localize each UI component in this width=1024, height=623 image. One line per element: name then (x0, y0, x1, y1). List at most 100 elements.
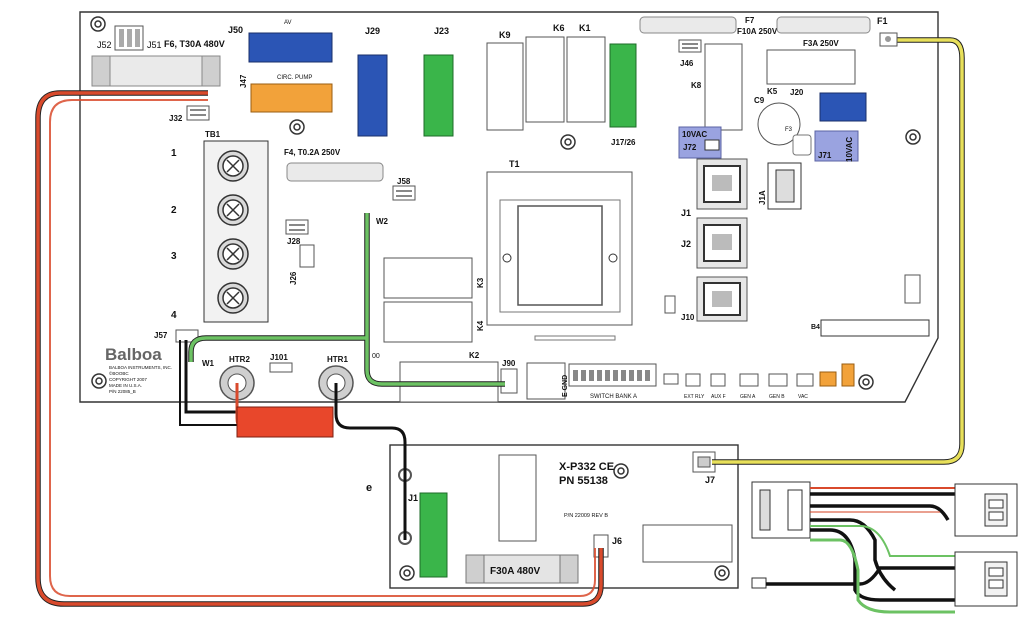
w2-label: W2 (376, 217, 389, 226)
f7-label: F7 (745, 16, 755, 25)
k9-label: K9 (499, 30, 511, 40)
j47-label: J47 (239, 74, 248, 88)
terminal-number-1: 1 (171, 148, 177, 159)
j52-label: J52 (97, 40, 112, 50)
j28-label: J28 (287, 237, 301, 246)
imprint-line-2: ©BOOBC (109, 370, 129, 376)
htr2-label: HTR2 (229, 355, 250, 364)
expansion-j1-label: J1 (408, 493, 418, 503)
harness-connector-left (751, 481, 811, 539)
j50-label: J50 (228, 25, 243, 35)
f7-rating: F10A 250V (737, 27, 778, 36)
j90-connector (500, 368, 518, 394)
f3-small-fuse (792, 134, 812, 156)
harness-wires-black (766, 492, 955, 602)
expansion-block (642, 524, 733, 563)
f4-fuse (286, 162, 384, 182)
j46-connector (678, 39, 702, 53)
k1-label: K1 (579, 23, 591, 33)
ext-rly-header (685, 373, 701, 387)
j47-connector (250, 83, 333, 113)
j19-header (904, 274, 921, 304)
j10-label: J10 (681, 313, 695, 322)
j12-orange-header (841, 363, 855, 387)
vac-header (796, 373, 814, 387)
f3-label: F3 (785, 127, 793, 133)
j57-label: J57 (154, 331, 168, 340)
j7-label: J7 (705, 475, 715, 485)
j1a-label: J1A (758, 190, 767, 205)
j6-label: J6 (612, 536, 622, 546)
j58-label: J58 (397, 177, 411, 186)
j90-label: J90 (502, 359, 516, 368)
b4-header (820, 319, 930, 337)
k6-label: K6 (553, 23, 565, 33)
j28-connector (285, 219, 309, 235)
j46-label: J46 (680, 59, 694, 68)
gen-b-header (768, 373, 788, 387)
gen-a-header (739, 373, 759, 387)
j101-label: J101 (270, 353, 288, 362)
e-gnd-label: E GND (562, 375, 569, 397)
switch-bank-switches (573, 370, 650, 381)
c9-capacitor (757, 102, 801, 146)
ten-vac-left-label: 10VAC (682, 130, 707, 139)
terminal-number-3: 3 (171, 251, 177, 262)
t1-label: T1 (509, 159, 520, 169)
j1-jack (696, 158, 748, 210)
j32-label: J32 (169, 114, 183, 123)
j58-connector (392, 185, 416, 201)
j72-label: J72 (683, 143, 697, 152)
k5-label: K5 (767, 87, 778, 96)
f1-label: F1 (877, 16, 888, 26)
k4-relay (383, 301, 473, 343)
f7-fuse (639, 16, 737, 34)
k8-relay (704, 43, 743, 131)
heater-relay-block (236, 406, 334, 438)
c9-label: C9 (754, 96, 765, 105)
yellow-wire (712, 38, 964, 464)
gen-b-label: GEN B (769, 394, 785, 400)
j51-label: J51 (147, 40, 162, 50)
j20-label: J20 (790, 88, 804, 97)
j23-label: J23 (434, 26, 449, 36)
k8-label: K8 (691, 81, 702, 90)
j17-26-label: J17/26 (611, 138, 636, 147)
expansion-model: X-P332 CE (559, 461, 614, 473)
j26-connector (299, 244, 315, 268)
imprint-line-5: P/N 22085_B (109, 389, 136, 394)
j17-26-connector (609, 43, 637, 128)
j2-jack (696, 217, 748, 269)
j00-label: 00 (372, 353, 380, 360)
aux-f-header (710, 373, 726, 387)
j29-label: J29 (365, 26, 380, 36)
harness-connector-right-top (954, 483, 1018, 537)
f6-fuse (91, 55, 221, 87)
vac-label: VAC (798, 394, 808, 400)
tb1-label: TB1 (205, 130, 221, 139)
j71-label: J71 (818, 151, 832, 160)
circ-pump-label: CIRC. PUMP (277, 75, 312, 81)
htr1-label: HTR1 (327, 355, 348, 364)
k2-label: K2 (469, 351, 480, 360)
f3a-fuse (776, 16, 871, 34)
expansion-relay (498, 454, 537, 542)
expansion-pn: PN 55138 (559, 475, 608, 487)
j23-connector (423, 54, 454, 137)
expansion-mounting-holes (399, 463, 730, 581)
black-wire-heater (184, 340, 407, 540)
gen-a-label: GEN A (740, 394, 756, 400)
j2-label: J2 (681, 239, 691, 249)
harness-connector-right-bottom (954, 551, 1018, 607)
j10-jack (696, 276, 748, 322)
j43-header (664, 295, 676, 314)
ext-rly-label: EXT RLY (684, 394, 705, 400)
f4-label: F4, T0.2A 250V (284, 148, 341, 157)
j1-label: J1 (681, 208, 691, 218)
aux-f-label: AUX F (711, 394, 726, 400)
terminal-number-4: 4 (171, 310, 177, 321)
f3a-holder (766, 49, 856, 85)
j6-small-header (663, 373, 679, 385)
f2-small-fuse (534, 335, 616, 341)
